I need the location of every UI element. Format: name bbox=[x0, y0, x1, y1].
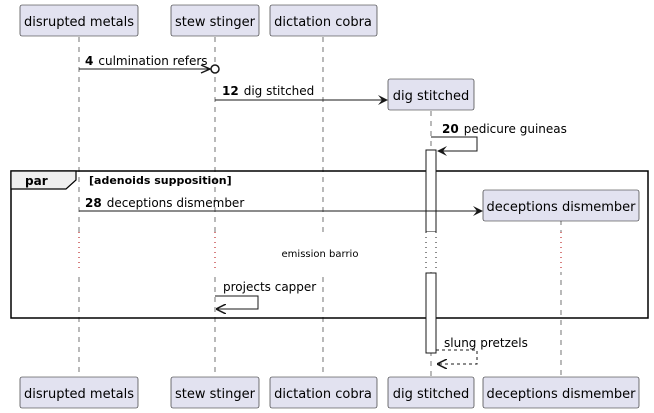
participant-disrupted-metals-top: disrupted metals bbox=[19, 4, 139, 37]
divider-mask bbox=[12, 232, 647, 272]
message-20-arrow bbox=[431, 136, 478, 156]
participant-stew-stinger-bottom: stew stinger bbox=[170, 376, 260, 409]
message-projects-capper-arrow bbox=[215, 295, 259, 309]
message-slung-pretzels-arrow bbox=[436, 349, 478, 364]
activation-dig-stitched-lower bbox=[425, 272, 437, 354]
participant-dictation-cobra-top: dictation cobra bbox=[269, 4, 378, 37]
participant-dig-stitched-bottom: dig stitched bbox=[387, 376, 475, 409]
svg-text:stew stinger: stew stinger bbox=[175, 15, 256, 30]
svg-text:disrupted metals: disrupted metals bbox=[24, 387, 134, 402]
par-condition: [adenoids supposition] bbox=[89, 174, 232, 187]
svg-text:disrupted metals: disrupted metals bbox=[24, 15, 134, 30]
svg-text:dictation cobra: dictation cobra bbox=[274, 387, 372, 402]
svg-text:dictation cobra: dictation cobra bbox=[274, 15, 372, 30]
divider-label: emission barrio bbox=[282, 249, 359, 260]
participant-dig-stitched-created: dig stitched bbox=[387, 78, 475, 111]
par-keyword: par bbox=[25, 174, 48, 188]
par-group-tab bbox=[10, 170, 77, 190]
participant-dictation-cobra-bottom: dictation cobra bbox=[269, 376, 378, 409]
svg-text:stew stinger: stew stinger bbox=[175, 387, 256, 402]
participant-stew-stinger-top: stew stinger bbox=[170, 4, 260, 37]
participant-deceptions-dismember-created: deceptions dismember bbox=[482, 189, 640, 222]
activation-dig-stitched-upper bbox=[425, 149, 437, 233]
message-projects-capper-label: projects capper bbox=[223, 280, 316, 294]
message-4-arrowhead bbox=[200, 64, 212, 74]
par-group-frame bbox=[10, 170, 649, 319]
svg-text:deceptions dismember: deceptions dismember bbox=[486, 200, 636, 215]
svg-text:dig stitched: dig stitched bbox=[393, 387, 469, 402]
participant-deceptions-dismember-bottom: deceptions dismember bbox=[482, 376, 640, 409]
message-slung-pretzels-label: slung pretzels bbox=[444, 336, 528, 350]
participant-disrupted-metals-bottom: disrupted metals bbox=[19, 376, 139, 409]
svg-text:dig stitched: dig stitched bbox=[393, 89, 469, 104]
message-4-lost-end bbox=[210, 64, 220, 74]
svg-text:deceptions dismember: deceptions dismember bbox=[486, 387, 636, 402]
